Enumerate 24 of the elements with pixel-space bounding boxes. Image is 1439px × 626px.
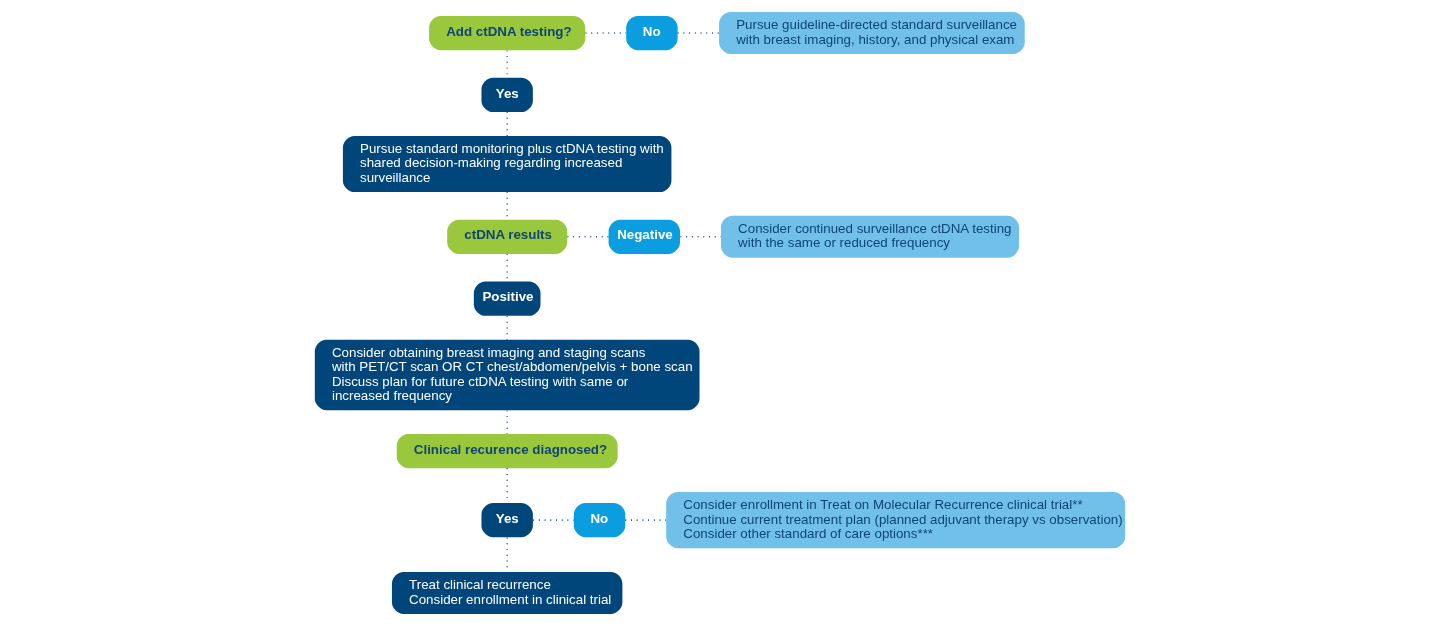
connector bbox=[679, 236, 722, 238]
node-box: Yes bbox=[480, 503, 533, 538]
node-box: Yes bbox=[480, 77, 533, 113]
connector bbox=[676, 32, 720, 34]
connector bbox=[531, 519, 574, 521]
node-box: Positive bbox=[473, 281, 540, 316]
connector bbox=[505, 409, 508, 435]
connector bbox=[566, 236, 609, 238]
node-box: Consider enrollment in Treat on Molecular Recurrence clinical trial** Continue current treatment plan (planned adjuvant therapy vs observation) Consider other standard of care options*** bbox=[665, 492, 1125, 549]
connector bbox=[505, 315, 508, 341]
node-box: Consider obtaining breast imaging and staging scans with PET/CT scan OR CT chest/abdomen/pelvis + bone scan Discuss plan for future ctDNA testing with same or increased frequency bbox=[314, 339, 700, 411]
connector bbox=[624, 519, 667, 521]
node-box: ctDNA results bbox=[446, 219, 567, 254]
node-box: Add ctDNA testing? bbox=[428, 15, 585, 51]
connector bbox=[584, 32, 627, 34]
node-box: Pursue standard monitoring plus ctDNA testing with shared decision-making regarding increased surveillance bbox=[342, 135, 671, 193]
connector bbox=[505, 111, 508, 137]
node-box: Pursue guideline-directed standard surveillance with breast imaging, history, and physical exam bbox=[718, 12, 1025, 54]
node-box: Consider continued surveillance ctDNA testing with the same or reduced frequency bbox=[720, 215, 1019, 258]
node-box: Clinical recurence diagnosed? bbox=[396, 433, 618, 469]
node-box: No bbox=[625, 15, 678, 51]
node-box: No bbox=[573, 503, 625, 538]
node-box: Negative bbox=[608, 219, 680, 254]
node-box: Treat clinical recurrence Consider enrollment in clinical trial bbox=[391, 572, 622, 614]
